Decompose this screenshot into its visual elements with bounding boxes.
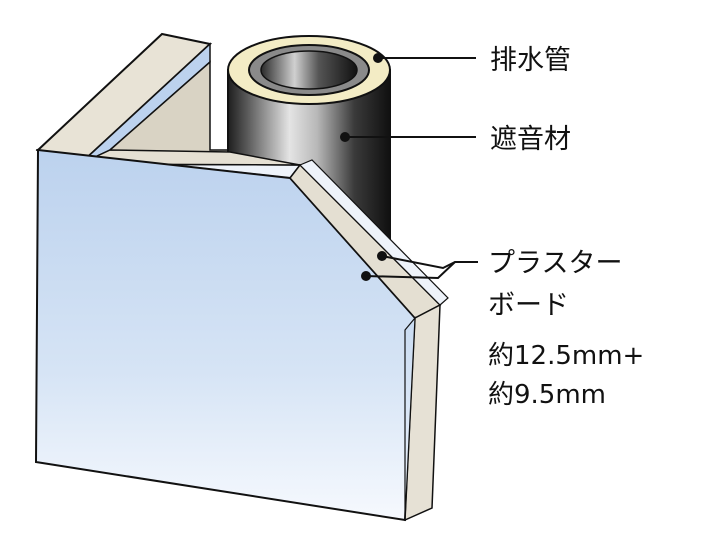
label-thickness-spec-2: 約9.5mm xyxy=(488,380,606,410)
label-thickness-spec-1: 約12.5mm+ xyxy=(488,341,644,371)
label-sound-insulation: 遮音材 xyxy=(490,124,571,155)
label-drain-pipe: 排水管 xyxy=(490,45,571,76)
plasterboard-wall xyxy=(34,148,449,522)
label-plasterboard-line1: プラスター xyxy=(488,248,622,279)
leader-lines xyxy=(340,53,478,281)
back-wall xyxy=(36,32,231,166)
drain-pipe xyxy=(227,35,391,261)
label-plasterboard-line2: ボード xyxy=(488,290,569,321)
